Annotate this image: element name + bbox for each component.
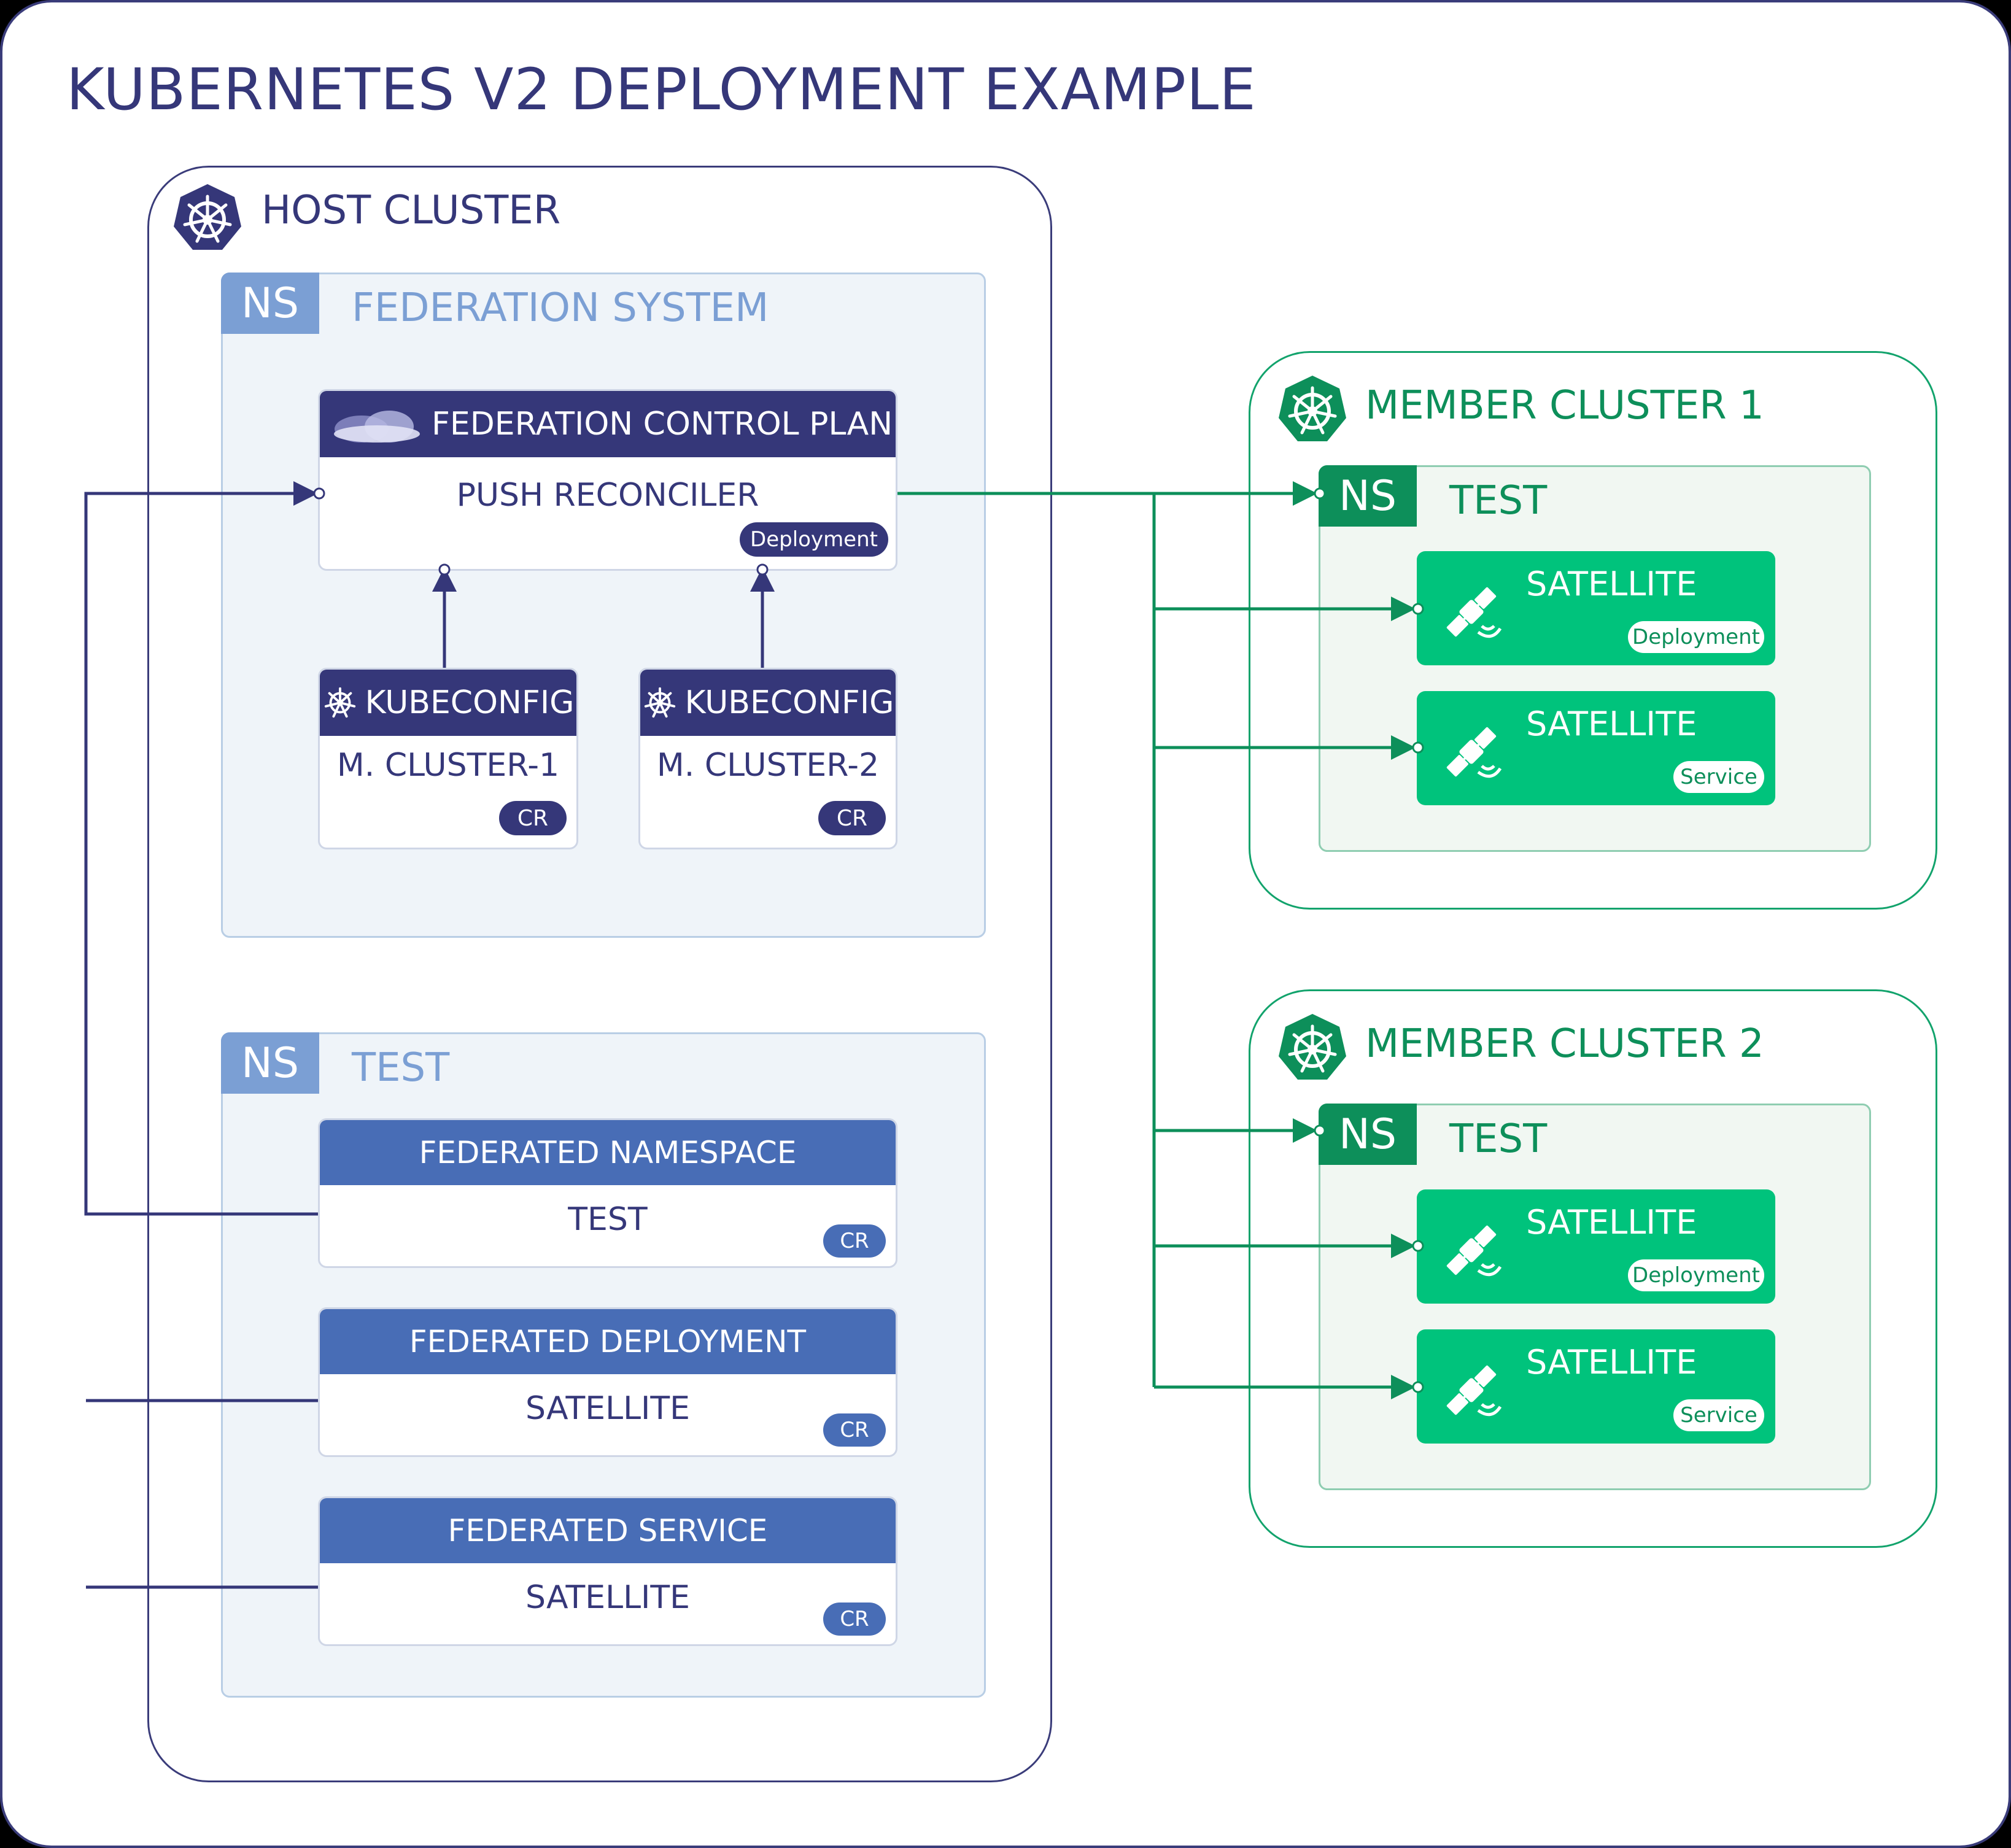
federation-control-plane: FEDERATION CONTROL PLANE PUSH RECONCILER…	[318, 389, 897, 571]
host-cluster-title: HOST CLUSTER	[262, 188, 561, 233]
connector-dot	[313, 487, 325, 500]
federated-deployment: FEDERATED DEPLOYMENT SATELLITE CR	[318, 1307, 897, 1457]
kubernetes-icon	[644, 687, 675, 718]
satellite-service: SATELLITE Service	[1417, 1329, 1775, 1444]
satellite-icon	[1446, 587, 1502, 638]
cr-badge: CR	[823, 1413, 886, 1447]
member-cluster-title: MEMBER CLUSTER 2	[1365, 1021, 1764, 1067]
host-kubernetes-icon	[174, 184, 241, 250]
cr-badge: CR	[499, 801, 567, 835]
resource-header: FEDERATED SERVICE	[320, 1498, 896, 1563]
resource-header: FEDERATED NAMESPACE	[320, 1120, 896, 1185]
connector-dot	[1412, 603, 1424, 615]
deployment-badge: Deployment	[740, 522, 888, 557]
kubeconfig-body: M. CLUSTER-1	[336, 747, 560, 784]
resource-body: SATELLITE	[525, 1579, 691, 1616]
service-badge: Service	[1673, 761, 1764, 793]
satellite-deployment: SATELLITE Deployment	[1417, 551, 1775, 665]
connector-dot	[1314, 1124, 1326, 1137]
ns-tag: NS	[221, 1032, 319, 1094]
cr-badge: CR	[823, 1603, 886, 1636]
kubeconfig-header: KUBECONFIG	[640, 670, 896, 736]
control-plane-header: FEDERATION CONTROL PLANE	[320, 391, 896, 457]
kubeconfig-header: KUBECONFIG	[320, 670, 576, 736]
connector-dot	[1412, 741, 1424, 754]
deployment-badge: Deployment	[1628, 1259, 1764, 1291]
control-plane-header-label: FEDERATION CONTROL PLANE	[432, 406, 897, 443]
kubeconfig-cluster-1: KUBECONFIG M. CLUSTER-1 CR	[318, 668, 578, 849]
diagram-title: KUBERNETES V2 DEPLOYMENT EXAMPLE	[66, 56, 1257, 123]
deployment-badge: Deployment	[1628, 621, 1764, 653]
ns-tag: NS	[1319, 1104, 1417, 1165]
connector-dot	[438, 563, 451, 576]
satellite-title: SATELLITE	[1526, 1203, 1697, 1242]
federated-namespace-to-control-plane	[84, 481, 318, 1216]
connector-dot	[1412, 1240, 1424, 1252]
connector-dot	[1412, 1381, 1424, 1393]
satellite-icon	[1446, 1225, 1502, 1277]
satellite-service: SATELLITE Service	[1417, 691, 1775, 805]
resource-header: FEDERATED DEPLOYMENT	[320, 1309, 896, 1374]
kubeconfig-header-label: KUBECONFIG	[365, 684, 575, 721]
satellite-deployment: SATELLITE Deployment	[1417, 1189, 1775, 1304]
service-badge: Service	[1673, 1399, 1764, 1431]
namespace-title: TEST	[352, 1045, 450, 1091]
resource-body: TEST	[568, 1201, 648, 1238]
kubeconfig-header-label: KUBECONFIG	[684, 684, 894, 721]
cloud-icon	[334, 411, 420, 443]
satellite-title: SATELLITE	[1526, 565, 1697, 603]
connector-dot	[756, 563, 769, 576]
ns-tag: NS	[221, 273, 319, 334]
namespace-title: FEDERATION SYSTEM	[352, 285, 769, 331]
kubeconfig-body: M. CLUSTER-2	[656, 747, 880, 784]
namespace-title: TEST	[1449, 478, 1548, 524]
member-2-kubernetes-icon	[1279, 1014, 1346, 1080]
namespace-title: TEST	[1449, 1116, 1548, 1162]
cr-badge: CR	[823, 1224, 886, 1258]
kubernetes-icon	[324, 687, 355, 718]
control-plane-body: PUSH RECONCILER	[456, 477, 759, 514]
member-1-kubernetes-icon	[1279, 376, 1346, 441]
satellite-title: SATELLITE	[1526, 705, 1697, 743]
connector-dot	[1314, 487, 1326, 500]
kubeconfig-cluster-2: KUBECONFIG M. CLUSTER-2 CR	[638, 668, 897, 849]
cr-badge: CR	[818, 801, 886, 835]
federated-namespace: FEDERATED NAMESPACE TEST CR	[318, 1118, 897, 1268]
resource-body: SATELLITE	[525, 1390, 691, 1427]
ns-tag: NS	[1319, 465, 1417, 527]
satellite-icon	[1446, 1365, 1502, 1417]
member-cluster-title: MEMBER CLUSTER 1	[1365, 383, 1764, 428]
federated-service: FEDERATED SERVICE SATELLITE CR	[318, 1496, 897, 1646]
satellite-icon	[1446, 727, 1502, 778]
satellite-title: SATELLITE	[1526, 1343, 1697, 1382]
